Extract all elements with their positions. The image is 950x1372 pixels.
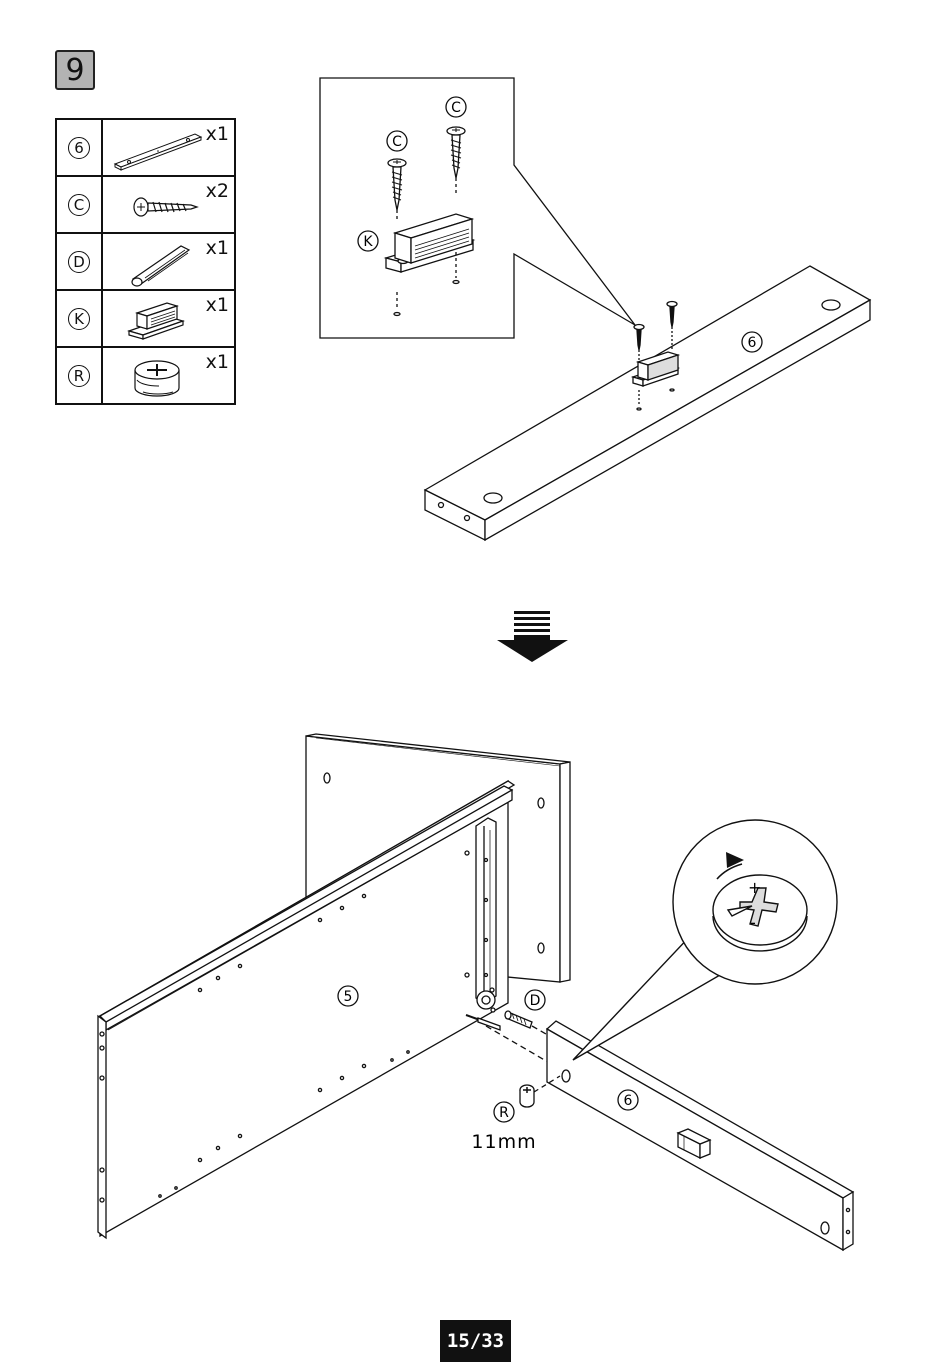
cam-size-label: 11mm	[471, 1131, 536, 1153]
minus-sign: -	[750, 913, 756, 932]
callout-catch-label: K	[363, 234, 373, 250]
callout-screw-label-1: C	[392, 134, 402, 150]
detail-callout	[320, 78, 635, 338]
top-panel-6-label: 6	[748, 335, 757, 351]
panel-5-label: 5	[344, 989, 353, 1005]
dowel-label: D	[530, 993, 541, 1009]
down-arrow-icon	[497, 611, 568, 662]
panel-5-assembly	[98, 734, 570, 1238]
cam-label: R	[499, 1105, 509, 1121]
panel-6-label: 6	[624, 1093, 633, 1109]
plus-sign: +	[748, 878, 761, 897]
screw-detail-magnifier	[573, 820, 837, 1060]
page-number: 15/33	[440, 1320, 511, 1362]
panel-6-bottom	[520, 1021, 853, 1250]
callout-screw-label-2: C	[451, 100, 461, 116]
